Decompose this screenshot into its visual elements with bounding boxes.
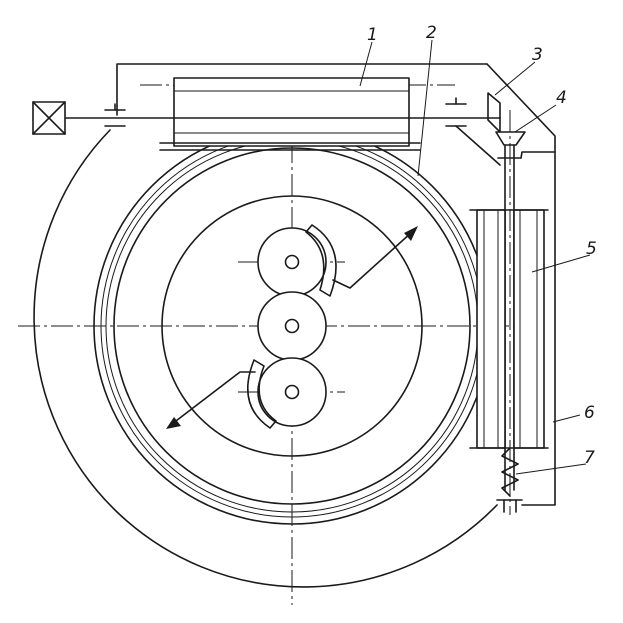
label-6: 6 bbox=[584, 403, 595, 423]
label-1: 1 bbox=[367, 25, 378, 45]
roller-middle bbox=[257, 291, 327, 361]
shoe-upper bbox=[305, 224, 337, 297]
label-2: 2 bbox=[426, 23, 437, 43]
arrow-lower bbox=[166, 371, 256, 429]
outer-casing bbox=[33, 129, 498, 588]
label-5: 5 bbox=[586, 239, 597, 259]
shoe-lower bbox=[247, 359, 277, 429]
spring-7 bbox=[496, 447, 523, 513]
arrow-upper bbox=[332, 226, 418, 289]
label-7: 7 bbox=[584, 448, 595, 468]
top-roller-1 bbox=[159, 77, 421, 151]
side-pulley-5 bbox=[469, 209, 549, 449]
label-3: 3 bbox=[532, 45, 543, 65]
bevel-gear-3 bbox=[487, 92, 501, 133]
leader-lines bbox=[359, 39, 591, 475]
motor-box-icon bbox=[32, 101, 66, 135]
roller-upper bbox=[257, 227, 327, 297]
drive-shaft bbox=[64, 97, 501, 166]
label-4: 4 bbox=[556, 88, 567, 108]
roller-lower bbox=[257, 357, 327, 427]
